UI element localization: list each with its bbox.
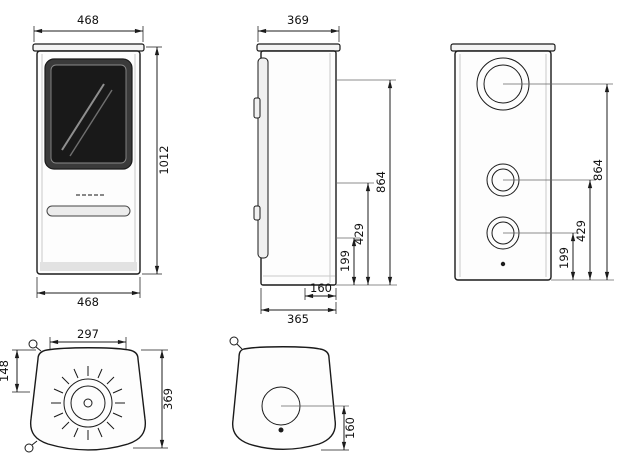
- rear-body: [454, 50, 552, 281]
- dim-front-width-bottom: 468: [77, 295, 99, 309]
- base-plan-dot: [278, 427, 284, 433]
- dim-side-depth-top: 369: [287, 13, 309, 27]
- top-plan-flue-inner: [70, 385, 106, 421]
- front-handle-slot: [46, 205, 131, 217]
- damper-knob: [28, 339, 38, 349]
- dim-front-width-top: 468: [77, 13, 99, 27]
- glass-reflection-line: [69, 89, 113, 157]
- side-view: 369 199 429 864 160 365: [253, 13, 397, 326]
- rear-top-plate: [450, 43, 556, 52]
- base-view-plan: 160: [229, 336, 357, 451]
- brand-marking: [76, 194, 104, 196]
- dim-side-mid-outlet-height: 429: [352, 223, 366, 245]
- knob-stem: [31, 440, 38, 446]
- damper-knob-lower: [24, 443, 34, 453]
- side-hinge-lower: [253, 205, 261, 221]
- front-view: 468 1012 468: [32, 13, 171, 309]
- side-body: [260, 50, 337, 286]
- front-base-shadow: [40, 262, 137, 271]
- front-top-plate: [32, 43, 145, 52]
- glass-reflection-line: [61, 83, 105, 151]
- damper-knob: [229, 336, 239, 346]
- dim-side-flue-height: 864: [374, 171, 388, 193]
- dim-front-height: 1012: [157, 145, 171, 174]
- side-hinge-upper: [253, 97, 261, 119]
- dim-side-lower-outlet-height: 199: [338, 250, 352, 272]
- rear-view: 199 429 864: [450, 43, 614, 281]
- top-view-plan: 297 148 369: [0, 327, 175, 453]
- dim-rear-flue-height: 864: [591, 159, 605, 181]
- dim-top-plate-width: 297: [77, 327, 99, 341]
- dim-top-depth: 369: [161, 388, 175, 410]
- dim-rear-mid-outlet-height: 429: [574, 220, 588, 242]
- dim-side-rear-outlet-offset: 160: [310, 281, 332, 295]
- top-plan-flue-circle: [63, 378, 113, 428]
- dim-base-outlet-offset: 160: [343, 417, 357, 439]
- knob-stem: [236, 343, 243, 350]
- rear-fixing-dot: [500, 261, 506, 267]
- side-door-slab: [257, 57, 269, 259]
- dim-side-depth-bottom: 365: [287, 312, 309, 326]
- side-top-plate: [256, 43, 341, 52]
- top-plan-center-dot: [83, 398, 93, 408]
- knob-stem: [35, 346, 42, 352]
- dim-top-flue-offset: 148: [0, 360, 11, 382]
- dim-rear-lower-outlet-height: 199: [557, 247, 571, 269]
- base-plan-outline: [231, 346, 337, 450]
- top-plan-radiating-ribs: [51, 366, 125, 440]
